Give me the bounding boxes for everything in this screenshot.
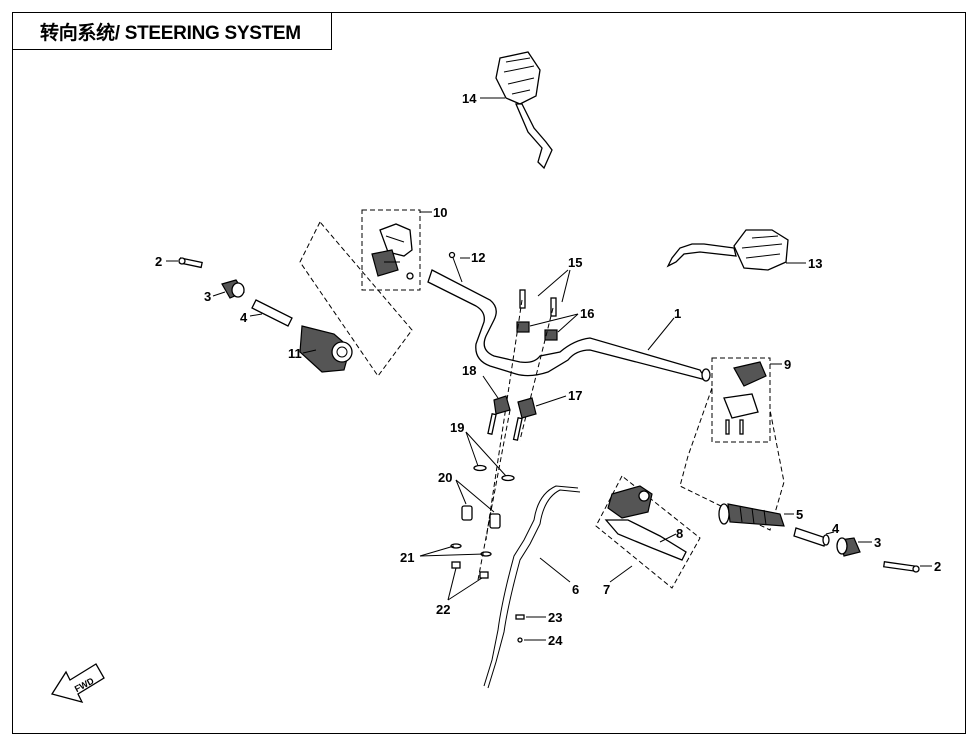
page-title: 转向系统/ STEERING SYSTEM bbox=[40, 23, 301, 44]
callout-15: 15 bbox=[568, 255, 582, 270]
callout-21: 21 bbox=[400, 550, 414, 565]
fwd-arrow-icon: FWD bbox=[50, 663, 105, 703]
lower-clamp-18 bbox=[487, 395, 511, 435]
callout-24: 24 bbox=[548, 633, 563, 648]
leader-19a bbox=[465, 431, 479, 467]
drawing-frame bbox=[12, 12, 966, 734]
callout-18: 18 bbox=[462, 363, 476, 378]
leader-21a bbox=[419, 545, 455, 557]
part-9-box bbox=[711, 357, 771, 443]
leader-16a bbox=[529, 313, 579, 327]
title-box bbox=[12, 12, 332, 50]
callout-4-right: 4 bbox=[832, 521, 840, 536]
bar-end-weight-left bbox=[221, 279, 245, 299]
right-grip bbox=[718, 503, 785, 527]
callout-7: 7 bbox=[603, 582, 610, 597]
bar-end-bolt-left bbox=[178, 257, 203, 269]
handlebar bbox=[427, 269, 711, 382]
callout-2-right: 2 bbox=[934, 559, 941, 574]
washers-21 bbox=[450, 543, 492, 557]
callout-5: 5 bbox=[796, 507, 803, 522]
nuts-22 bbox=[451, 561, 489, 579]
bolt-12 bbox=[448, 251, 463, 283]
left-handle-switch bbox=[299, 325, 353, 373]
leader-8 bbox=[659, 533, 677, 543]
leader-11 bbox=[302, 349, 317, 354]
leader-22b bbox=[447, 577, 483, 601]
brake-lever bbox=[604, 519, 687, 561]
bar-end-bolt-right bbox=[883, 561, 920, 573]
bar-end-weight-right bbox=[836, 537, 861, 557]
callout-20: 20 bbox=[438, 470, 452, 485]
callout-17: 17 bbox=[568, 388, 582, 403]
part-24 bbox=[517, 637, 523, 643]
leader-6 bbox=[539, 557, 571, 583]
callout-10: 10 bbox=[433, 205, 447, 220]
callout-22: 22 bbox=[436, 602, 450, 617]
mirror-right bbox=[666, 229, 789, 271]
leader-19b bbox=[465, 431, 507, 477]
leader-4-right bbox=[825, 531, 835, 535]
leader-17 bbox=[535, 395, 567, 407]
callout-9: 9 bbox=[784, 357, 791, 372]
leader-7 bbox=[609, 565, 633, 583]
leader-4-left bbox=[249, 313, 263, 317]
leader-20a bbox=[455, 479, 467, 505]
leader-21b bbox=[419, 553, 485, 557]
bushings-20 bbox=[461, 505, 501, 529]
callout-14: 14 bbox=[462, 91, 477, 106]
clamp-axis-right bbox=[519, 307, 554, 441]
callout-11: 11 bbox=[288, 346, 302, 361]
leader-15b bbox=[561, 269, 571, 303]
callout-1: 1 bbox=[674, 306, 681, 321]
clamp-bolts-15 bbox=[519, 289, 557, 317]
leader-18 bbox=[482, 375, 499, 399]
callout-16: 16 bbox=[580, 306, 594, 321]
callout-19: 19 bbox=[450, 420, 464, 435]
leader-22a bbox=[447, 567, 457, 601]
callout-23: 23 bbox=[548, 610, 562, 625]
callout-3-left: 3 bbox=[204, 289, 211, 304]
tube-right bbox=[793, 527, 830, 547]
mirror-left bbox=[495, 51, 553, 170]
throttle-tube-left bbox=[251, 299, 293, 327]
callout-4-left: 4 bbox=[240, 310, 248, 325]
lower-clamp-17 bbox=[512, 397, 537, 441]
left-switch-housing bbox=[371, 223, 414, 280]
upper-clamps-16 bbox=[516, 321, 558, 341]
leader-15a bbox=[537, 269, 569, 297]
clamp-axis-left bbox=[485, 299, 523, 541]
part-10-box bbox=[361, 209, 421, 291]
right-switch bbox=[723, 361, 767, 435]
callout-3-right: 3 bbox=[874, 535, 881, 550]
callout-6: 6 bbox=[572, 582, 579, 597]
brake-master-cylinder bbox=[607, 485, 653, 519]
callout-13: 13 bbox=[808, 256, 822, 271]
brake-lever-outline bbox=[595, 475, 701, 589]
leader-1 bbox=[647, 317, 675, 351]
callout-8: 8 bbox=[676, 526, 683, 541]
callout-12: 12 bbox=[471, 250, 485, 265]
washers-19 bbox=[473, 464, 515, 482]
part-23 bbox=[515, 614, 525, 620]
brake-cable bbox=[483, 485, 579, 687]
leader-16b bbox=[557, 313, 579, 333]
callout-2-left: 2 bbox=[155, 254, 162, 269]
leader-3-left bbox=[212, 291, 226, 297]
leader-20b bbox=[455, 479, 495, 513]
